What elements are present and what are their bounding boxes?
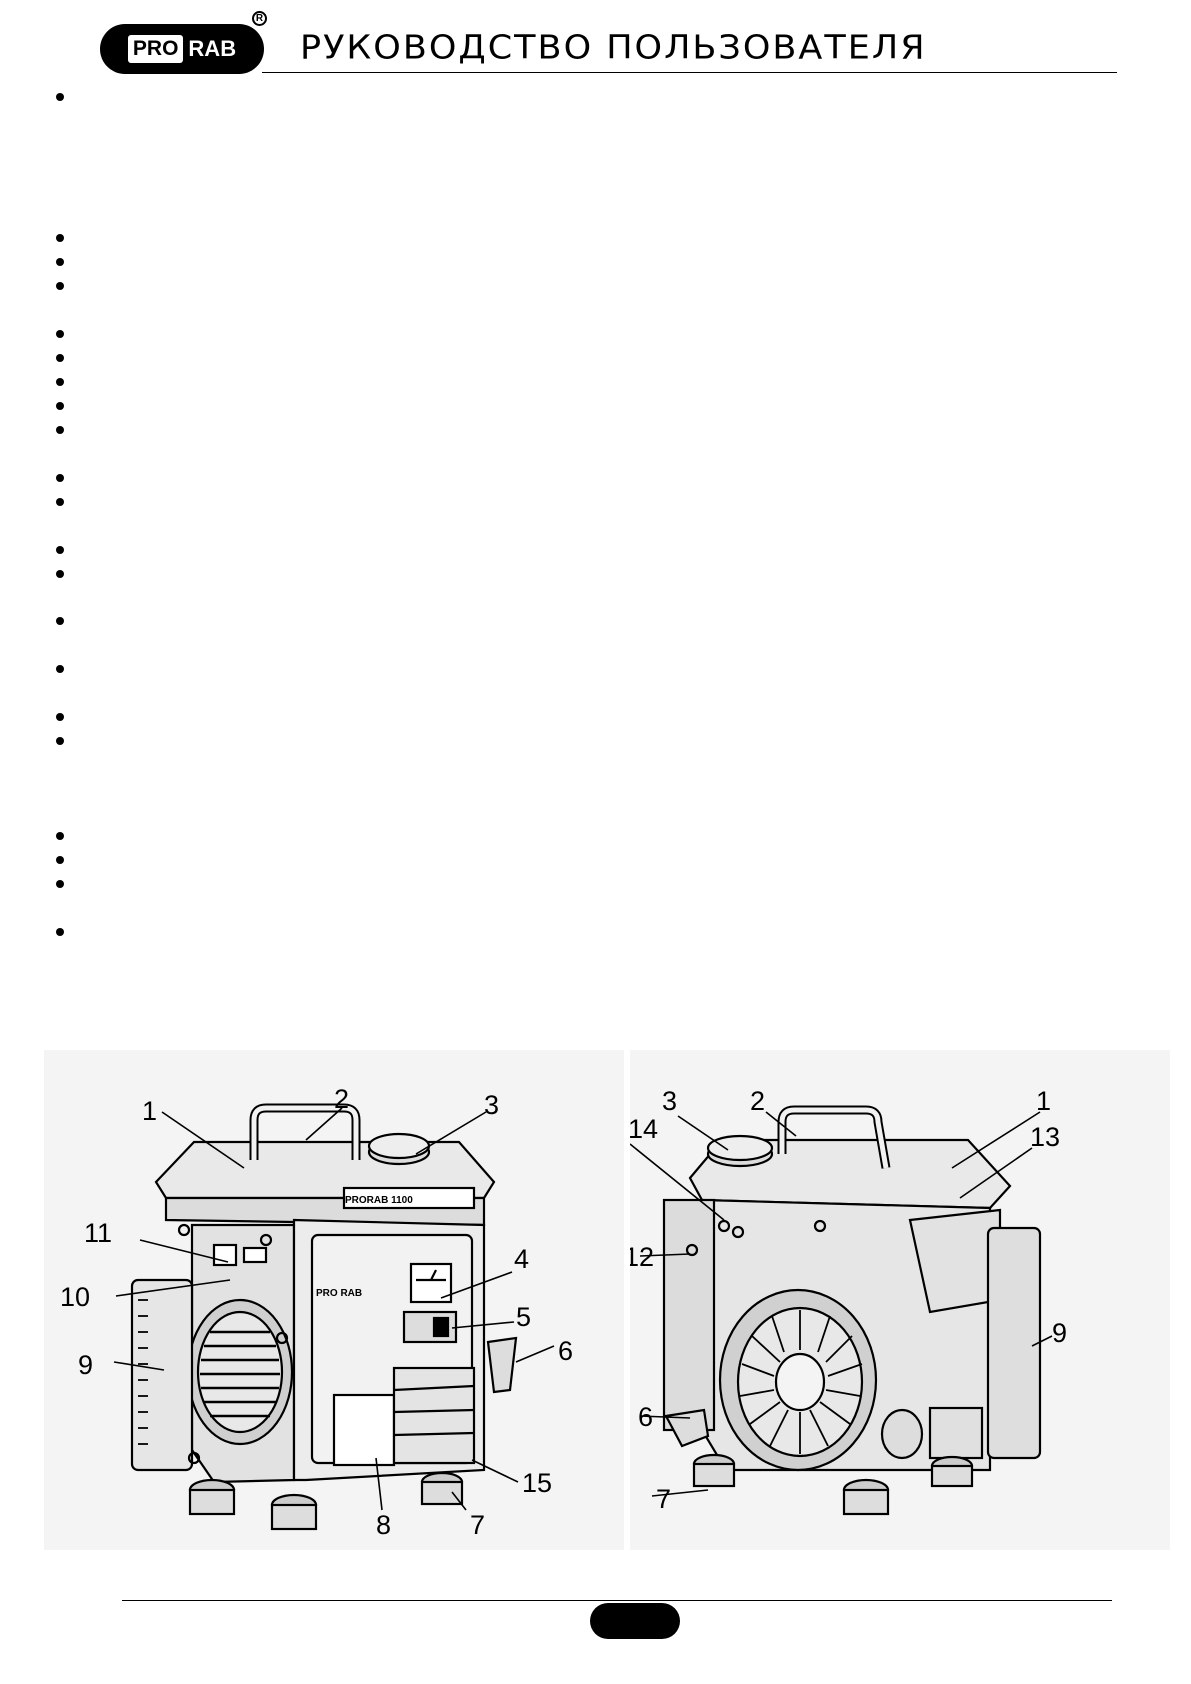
callout-label: 12	[630, 1242, 654, 1272]
logo-rab-text: RAB	[188, 36, 237, 61]
callout-label: 13	[1030, 1122, 1060, 1152]
callout-label: 5	[516, 1302, 531, 1332]
callout-label: 2	[334, 1084, 349, 1114]
callout-label: 8	[376, 1510, 391, 1540]
bullet-marker	[56, 880, 64, 888]
callout-label: 14	[630, 1114, 658, 1144]
bullet-marker	[56, 928, 64, 936]
callout-label: 3	[662, 1086, 677, 1116]
bullet-marker	[56, 617, 64, 625]
callout-label: 7	[656, 1484, 671, 1514]
bullet-marker	[56, 474, 64, 482]
registered-mark: R	[252, 11, 267, 26]
bullet-marker	[56, 713, 64, 721]
bullet-marker	[56, 737, 64, 745]
callout-label: 11	[84, 1218, 112, 1248]
bullet-marker	[56, 258, 64, 266]
bullet-marker	[56, 426, 64, 434]
callout-label: 6	[638, 1402, 653, 1432]
callout-label: 9	[1052, 1318, 1067, 1348]
page-number-badge	[590, 1603, 680, 1639]
bullet-marker	[56, 93, 64, 101]
bullet-marker	[56, 665, 64, 673]
panel-logo-text: PRO RAB	[316, 1288, 362, 1299]
header-divider	[262, 72, 1117, 73]
bullet-marker	[56, 570, 64, 578]
bullet-marker	[56, 378, 64, 386]
callout-label: 1	[142, 1096, 157, 1126]
callout-label: 6	[558, 1336, 573, 1366]
bullet-marker	[56, 498, 64, 506]
logo-pro-text: PRO	[127, 35, 184, 63]
nameplate-model-text: PRORAB 1100	[345, 1195, 413, 1206]
generator-front-view-figure: PRORAB 1100 PRO RAB 1 2 3 4 5 6 7 8 9	[44, 1050, 624, 1550]
callout-label: 1	[1036, 1086, 1051, 1116]
bullet-marker	[56, 856, 64, 864]
callout-label: 10	[60, 1282, 90, 1312]
callout-label: 7	[470, 1510, 485, 1540]
callout-label: 3	[484, 1090, 499, 1120]
bullet-marker	[56, 832, 64, 840]
bullet-marker	[56, 354, 64, 362]
brand-logo: PRO RAB	[100, 24, 264, 74]
footer-divider	[122, 1600, 1112, 1601]
bullet-marker	[56, 234, 64, 242]
page-header-title: РУКОВОДСТВО ПОЛЬЗОВАТЕЛЯ	[300, 29, 927, 67]
generator-rear-view-figure: 3 2 1 14 13 12 9 6 7	[630, 1050, 1170, 1550]
callout-label: 4	[514, 1244, 529, 1274]
callout-label: 15	[522, 1468, 552, 1498]
callout-label: 2	[750, 1086, 765, 1116]
bullet-marker	[56, 330, 64, 338]
callout-label: 9	[78, 1350, 93, 1380]
bullet-marker	[56, 402, 64, 410]
bullet-marker	[56, 282, 64, 290]
bullet-marker	[56, 546, 64, 554]
